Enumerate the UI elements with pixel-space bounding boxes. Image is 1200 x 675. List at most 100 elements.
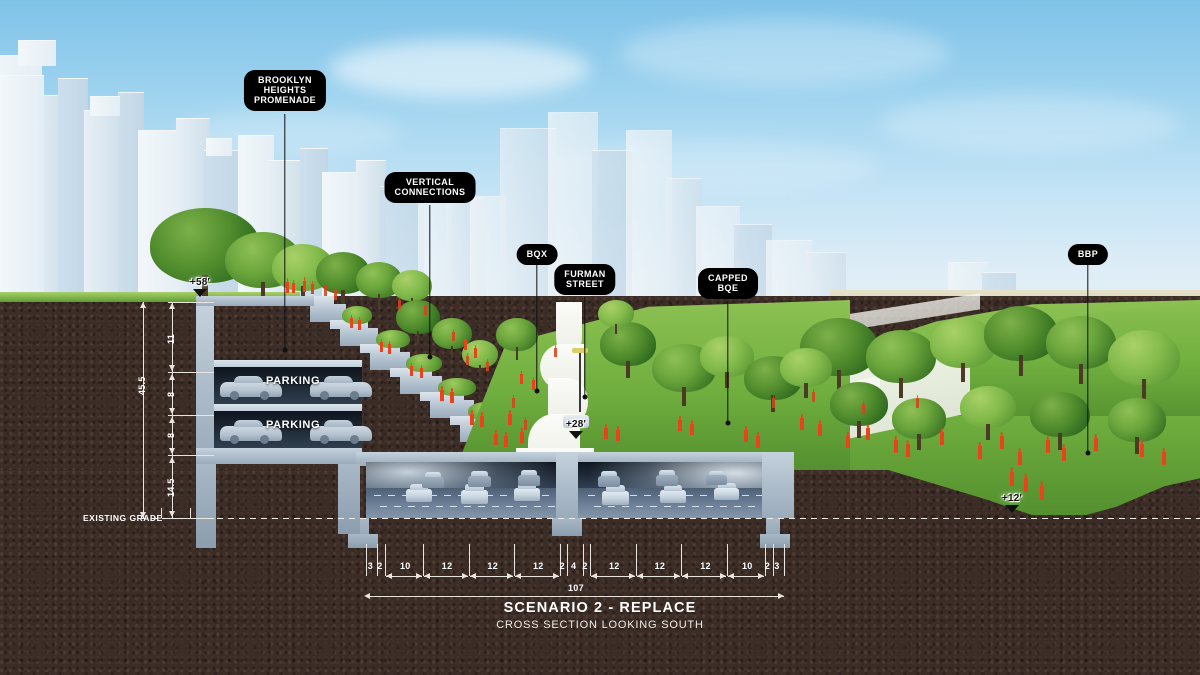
dim-v-seg-2: 8	[166, 432, 176, 438]
existing-grade-label: EXISTING GRADE	[83, 513, 163, 523]
dimension-tick	[385, 544, 386, 576]
dimension-arrow	[552, 573, 559, 579]
dimension-arrow	[720, 573, 726, 579]
promenade-lawn	[0, 292, 300, 302]
dimension-segment-line	[728, 576, 764, 577]
dimension-tick	[366, 544, 367, 576]
dimension-segment-line	[469, 576, 514, 577]
dimension-tick	[514, 544, 516, 576]
dim-h-seg-3: 12	[441, 561, 453, 571]
dimension-tick	[559, 544, 561, 576]
dimension-segment-line	[386, 576, 422, 577]
column-east	[338, 464, 360, 534]
cloud	[880, 95, 1180, 153]
bqe-tunnel-bore-west	[366, 462, 574, 518]
dimension-arrow	[424, 573, 430, 579]
structure-west-wall	[196, 302, 214, 462]
dim-overall-vertical: 45.5	[137, 376, 147, 395]
callout-label: BBP	[1067, 244, 1109, 266]
footing-pad	[760, 534, 790, 548]
street-vehicle	[563, 415, 589, 428]
dimension-tick	[423, 544, 424, 576]
parked-car	[310, 376, 372, 400]
dimension-tick	[681, 544, 683, 576]
elevation-marker-58: +58'	[178, 278, 222, 297]
dim-h-seg-14: 3	[774, 561, 780, 571]
dimension-segment-line	[515, 576, 559, 577]
dim-h-seg-11: 12	[700, 561, 711, 571]
tunnel-center-pier	[556, 452, 578, 518]
cloud	[620, 20, 950, 86]
dimension-arrow	[461, 573, 468, 579]
elevation-label-12: +12'	[1001, 493, 1023, 504]
dimension-arrow	[515, 573, 522, 579]
dimension-arrow	[758, 573, 764, 579]
dimension-tick	[772, 544, 774, 576]
existing-grade-line	[140, 518, 1200, 519]
dimension-arrow	[469, 573, 476, 579]
dimension-arrow	[628, 573, 635, 579]
title-block: SCENARIO 2 - REPLACE CROSS SECTION LOOKI…	[0, 600, 1200, 631]
dimension-segment-line	[424, 576, 468, 577]
dimension-arrow	[682, 573, 689, 579]
dimension-tick	[567, 544, 569, 576]
parking-slab-lower	[214, 404, 362, 411]
grade-tick	[190, 508, 191, 518]
dimension-segment-line	[636, 576, 681, 577]
parked-car	[220, 376, 282, 400]
dim-h-seg-9: 12	[609, 561, 620, 571]
bqe-tunnel-bore-east	[578, 462, 780, 518]
dimension-tick	[765, 544, 766, 576]
parking-label-upper: PARKING	[266, 375, 321, 387]
dim-v-seg-0: 11	[166, 333, 176, 344]
dim-h-seg-12: 10	[742, 561, 753, 571]
callout-label: BROOKLYN HEIGHTS PROMENADE	[243, 70, 327, 112]
callout-label: BQX	[516, 244, 558, 266]
dimension-arrow	[728, 573, 734, 579]
title-sub: CROSS SECTION LOOKING SOUTH	[496, 619, 704, 632]
dimension-arrow	[386, 573, 392, 579]
title-main: SCENARIO 2 - REPLACE	[503, 600, 697, 616]
dim-h-seg-6: 2	[559, 561, 565, 571]
dim-h-seg-5: 12	[533, 561, 544, 571]
grade-tick	[161, 508, 162, 518]
elevation-label-58: +58'	[189, 277, 211, 288]
bqx-pole	[579, 352, 581, 412]
dim-h-seg-13: 2	[764, 561, 771, 571]
structure-roof-slab	[196, 296, 314, 306]
elevation-marker-28: +28'	[554, 420, 598, 439]
callout-label: CAPPED BQE	[698, 268, 758, 300]
dimension-tick	[727, 544, 728, 576]
dimension-tick	[377, 544, 379, 576]
elevation-triangle	[569, 431, 583, 439]
elevation-marker-12: +12'	[990, 494, 1034, 513]
bqx-lamp	[572, 348, 588, 353]
dim-h-seg-8: 2	[582, 561, 588, 571]
column-west	[196, 464, 216, 548]
dimension-arrow	[416, 573, 422, 579]
dimension-segment-line	[682, 576, 726, 577]
dimension-tick	[582, 544, 584, 576]
parking-slab-upper	[214, 360, 362, 367]
footing-pad	[348, 534, 378, 548]
dimension-arrow	[591, 573, 598, 579]
elevation-triangle	[193, 289, 207, 297]
dimension-tick	[590, 544, 592, 576]
dim-h-seg-0: 3	[367, 561, 373, 571]
dim-overall-horizontal: 107	[568, 583, 584, 593]
cloud	[330, 40, 590, 98]
dim-h-seg-7: 4	[571, 561, 577, 571]
elevation-triangle	[1005, 505, 1019, 513]
parked-car	[220, 420, 282, 444]
dimension-arrow	[507, 573, 514, 579]
dim-h-seg-1: 2	[377, 561, 383, 571]
dim-h-seg-2: 10	[400, 561, 411, 571]
elevation-label-28: +28'	[565, 419, 587, 430]
callout-label: VERTICAL CONNECTIONS	[384, 172, 476, 204]
dim-v-seg-3: 14.5	[166, 478, 176, 497]
parking-label-lower: PARKING	[266, 419, 321, 431]
dimension-tick	[468, 544, 470, 576]
parking-base-slab	[196, 448, 362, 464]
footing-center	[552, 518, 582, 536]
dim-v-seg-1: 8	[166, 391, 176, 397]
